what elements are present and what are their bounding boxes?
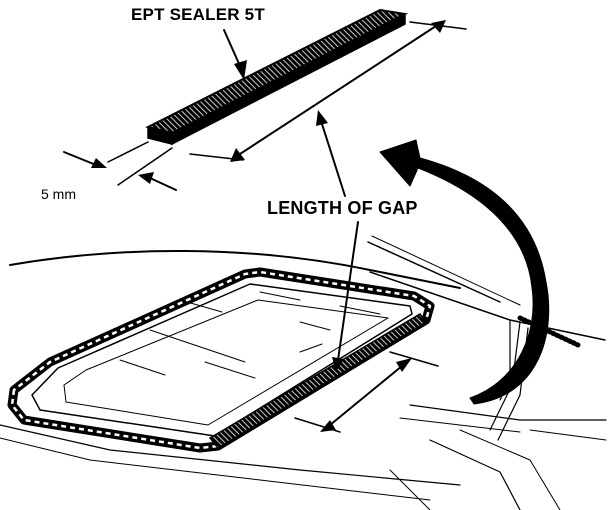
gap-length-dimension — [294, 351, 439, 433]
installed-sealer — [208, 313, 428, 449]
sealer-length-dimension — [189, 20, 467, 162]
glass-reflections — [119, 291, 381, 379]
thickness-dimension — [63, 141, 177, 191]
thickness-label: 5 mm — [41, 186, 76, 202]
leader-lines — [223, 29, 359, 372]
sealer-strip — [145, 8, 409, 146]
sealer-label: EPT SEALER 5T — [131, 5, 265, 24]
gap-length-label: LENGTH OF GAP — [267, 198, 418, 218]
install-direction-arrow — [379, 139, 550, 405]
sunroof-glass — [7, 267, 435, 453]
